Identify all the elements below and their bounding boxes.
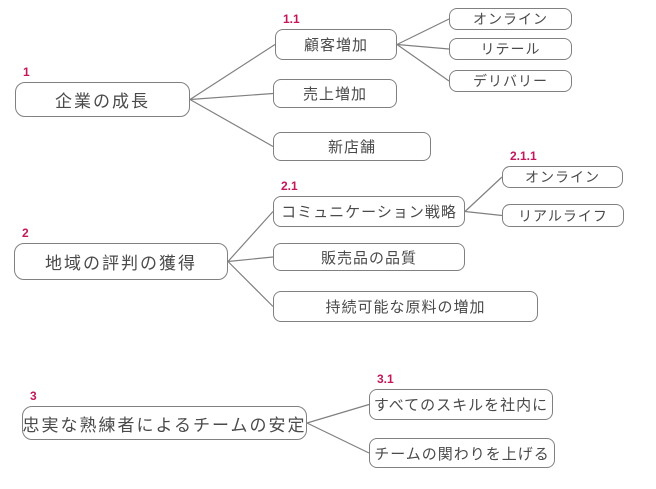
- mindmap-node-n2_3[interactable]: 持続可能な原料の増加: [273, 291, 538, 322]
- connector-line: [396, 43, 450, 50]
- mindmap-node-n2[interactable]: 地域の評判の獲得 2: [14, 227, 228, 280]
- mindmap-node-n1_1_2[interactable]: リテール: [449, 38, 572, 60]
- node-label: リテール: [480, 41, 541, 57]
- node-number-label: 2.1: [281, 179, 298, 193]
- connector-line: [306, 403, 370, 424]
- connector-line: [227, 261, 274, 307]
- connector-line: [464, 176, 503, 212]
- connector-line: [464, 210, 503, 217]
- node-label: 売上増加: [302, 86, 367, 103]
- node-label: リアルライフ: [518, 207, 608, 224]
- mindmap-node-n1_1_3[interactable]: デリバリー: [449, 70, 572, 92]
- node-number-label: 2.1.1: [510, 149, 537, 163]
- node-label: デリバリー: [473, 73, 548, 89]
- mindmap-node-n3_2[interactable]: チームの関わりを上げる: [369, 438, 555, 468]
- mindmap-node-n2_1[interactable]: コミュニケーション戦略 2.1: [273, 180, 465, 227]
- mindmap-node-n2_1_1[interactable]: オンライン 2.1.1: [502, 150, 623, 188]
- node-label: 地域の評判の獲得: [45, 254, 197, 273]
- connector-line: [227, 211, 274, 262]
- node-number-label: 2: [22, 226, 29, 240]
- node-label: 販売品の品質: [320, 249, 417, 267]
- connector-line: [227, 256, 274, 263]
- connector-line: [306, 422, 370, 454]
- mindmap-node-n2_1_2[interactable]: リアルライフ: [502, 204, 624, 227]
- node-label: オンライン: [473, 11, 548, 27]
- connector-line: [396, 44, 450, 82]
- node-label: チームの関わりを上げる: [374, 445, 550, 463]
- node-number-label: 1: [23, 65, 30, 79]
- node-label: コミュニケーション戦略: [281, 204, 457, 221]
- connector-line: [189, 43, 276, 101]
- mindmap-node-n3_1[interactable]: すべてのスキルを社内に 3.1: [369, 373, 553, 420]
- connector-line: [189, 92, 274, 101]
- node-label: 持続可能な原料の増加: [325, 299, 486, 316]
- node-label: 顧客増加: [303, 37, 368, 54]
- node-number-label: 1.1: [283, 12, 300, 26]
- node-label: 企業の成長: [55, 92, 150, 111]
- node-label: すべてのスキルを社内に: [373, 397, 549, 414]
- node-label: オンライン: [525, 169, 600, 185]
- mindmap-node-n1_1_1[interactable]: オンライン: [449, 8, 572, 30]
- mindmap-node-n2_2[interactable]: 販売品の品質: [273, 243, 465, 271]
- mindmap-node-n3[interactable]: 忠実な熟練者によるチームの安定 3: [22, 390, 307, 440]
- connector-line: [189, 98, 274, 148]
- connector-line: [396, 18, 450, 46]
- node-label: 忠実な熟練者によるチームの安定: [22, 415, 307, 435]
- mindmap-node-n1_3[interactable]: 新店舗: [273, 132, 431, 161]
- node-number-label: 3: [30, 389, 37, 403]
- mindmap-node-n1_2[interactable]: 売上増加: [273, 79, 397, 108]
- node-label: 新店舗: [327, 139, 376, 156]
- mindmap-node-n1[interactable]: 企業の成長 1: [15, 66, 190, 117]
- node-number-label: 3.1: [377, 372, 394, 386]
